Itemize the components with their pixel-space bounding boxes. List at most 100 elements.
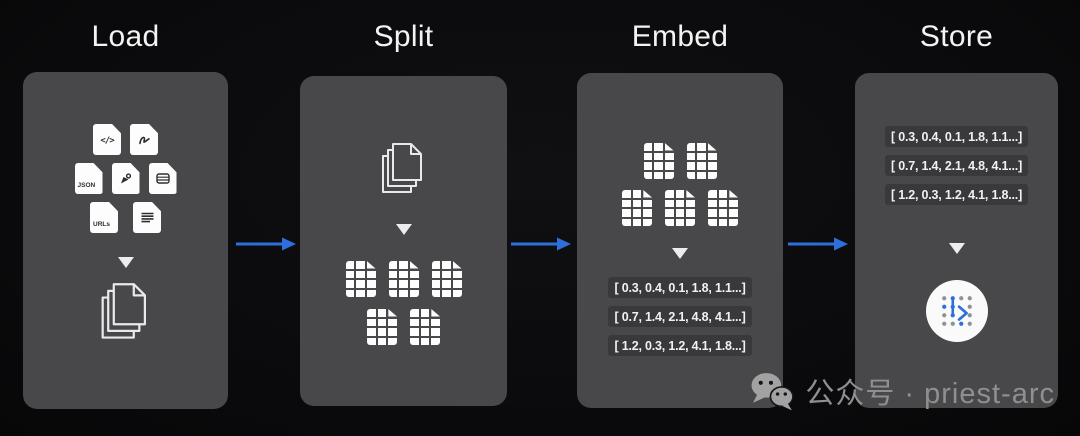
chunk-cell	[409, 270, 419, 278]
chunk-cell	[345, 261, 355, 269]
store-panel: [ 0.3, 0.4, 0.1, 1.8, 1.1...] [ 0.7, 1.4…	[855, 73, 1058, 408]
chunk-cell	[431, 328, 440, 336]
chunk-icon	[367, 309, 397, 345]
chunk-cell	[420, 328, 430, 336]
chunk-cell	[388, 318, 397, 326]
chunk-cell	[708, 218, 717, 226]
chunk-cell	[729, 190, 738, 198]
chunk-cell	[442, 280, 451, 288]
chunk-cell	[410, 318, 419, 326]
chunk-cell	[718, 190, 728, 198]
chunk-cell	[452, 280, 462, 288]
chunk-cell	[366, 280, 376, 288]
chunk-cell	[707, 152, 717, 160]
chunk-cell	[686, 162, 696, 170]
load-title: Load	[91, 20, 160, 53]
document-stack-icon	[381, 143, 422, 193]
pdf-file-icon	[130, 124, 158, 155]
chunk-cell	[431, 261, 441, 269]
chunk-cell	[377, 309, 387, 317]
chunk-cell	[399, 289, 408, 297]
embed-panel: [ 0.3, 0.4, 0.1, 1.8, 1.1...] [ 0.7, 1.4…	[577, 73, 783, 408]
down-arrow-icon	[672, 248, 688, 259]
chunk-cell	[377, 328, 387, 336]
chunk-cell	[622, 190, 631, 198]
chunk-cell	[409, 280, 419, 288]
chunk-cell	[431, 270, 441, 278]
dot-grid-arrow-glyph	[941, 296, 972, 326]
chunk-cell	[643, 209, 652, 217]
code-file-icon: </>	[93, 124, 121, 155]
chunk-cell	[399, 261, 408, 269]
chunk-cell	[452, 270, 462, 278]
chunk-cell	[366, 270, 376, 278]
chunk-cell	[708, 209, 717, 217]
chunk-cell	[431, 280, 441, 288]
chunk-cell	[665, 209, 674, 217]
chunk-cell	[431, 289, 441, 297]
chunk-cell	[665, 218, 674, 226]
chunk-cell	[654, 143, 663, 151]
chunk-cell	[409, 261, 419, 269]
chunk-cell	[707, 143, 717, 151]
chunk-cell	[664, 143, 674, 151]
chunk-cell	[686, 143, 696, 151]
chunk-cell	[356, 280, 365, 288]
chunk-cell	[388, 261, 398, 269]
chunk-cell	[707, 162, 717, 170]
chunk-cell	[410, 328, 419, 336]
vector-chip: [ 0.7, 1.4, 2.1, 4.8, 4.1...]	[608, 306, 752, 327]
chunk-cell	[665, 190, 674, 198]
chunk-cell	[622, 218, 631, 226]
chunk-cell	[675, 209, 685, 217]
chunk-cell	[654, 171, 663, 179]
chunk-cell	[686, 218, 695, 226]
chunk-cell	[622, 209, 631, 217]
vector-list: [ 0.3, 0.4, 0.1, 1.8, 1.1...] [ 0.7, 1.4…	[884, 126, 1029, 205]
down-arrow-icon	[948, 243, 965, 254]
vector-store-icon	[925, 280, 988, 342]
chunk-cell	[665, 199, 674, 207]
chunk-cell	[345, 289, 355, 297]
chunk-cell	[452, 261, 462, 269]
chunk-cell	[420, 318, 430, 326]
chunk-cell	[452, 289, 462, 297]
chunk-cell	[664, 162, 674, 170]
document-stack-icon	[101, 283, 146, 339]
watermark: 公众号 · priest-arc	[750, 370, 1055, 412]
table-glyph	[155, 173, 170, 184]
vector-chip: [ 1.2, 0.3, 1.2, 4.1, 1.8...]	[884, 184, 1029, 205]
chunk-cell	[675, 190, 685, 198]
chunk-cell	[431, 337, 440, 345]
chunk-cell	[708, 190, 717, 198]
chunk-cell	[442, 289, 451, 297]
chunk-icon	[643, 143, 674, 179]
chunk-cell	[377, 318, 387, 326]
chunk-icon	[622, 190, 652, 226]
chunk-cell	[686, 199, 695, 207]
json-glyph: JSON	[77, 182, 96, 189]
chunk-cell	[697, 162, 706, 170]
wechat-icon	[751, 372, 795, 410]
pdf-glyph	[138, 136, 150, 144]
chunk-cell	[399, 270, 408, 278]
chunk-cell	[632, 218, 642, 226]
urls-file-icon: URLs	[90, 202, 118, 233]
chunk-cell	[366, 261, 376, 269]
chunk-cell	[643, 218, 652, 226]
chunk-cell	[388, 309, 397, 317]
chunk-cell	[729, 199, 738, 207]
chunk-cell	[442, 270, 451, 278]
chunk-cell	[664, 171, 674, 179]
chunk-cell	[707, 171, 717, 179]
chunk-cell	[686, 190, 695, 198]
chunk-cell	[654, 162, 663, 170]
chunk-cell	[409, 289, 419, 297]
chunk-cell	[643, 152, 653, 160]
chunk-cell	[729, 218, 738, 226]
vector-chip: [ 1.2, 0.3, 1.2, 4.1, 1.8...]	[608, 335, 752, 356]
right-arrow-icon	[236, 237, 296, 251]
right-arrow-icon	[511, 237, 571, 251]
chunk-cell	[632, 199, 642, 207]
